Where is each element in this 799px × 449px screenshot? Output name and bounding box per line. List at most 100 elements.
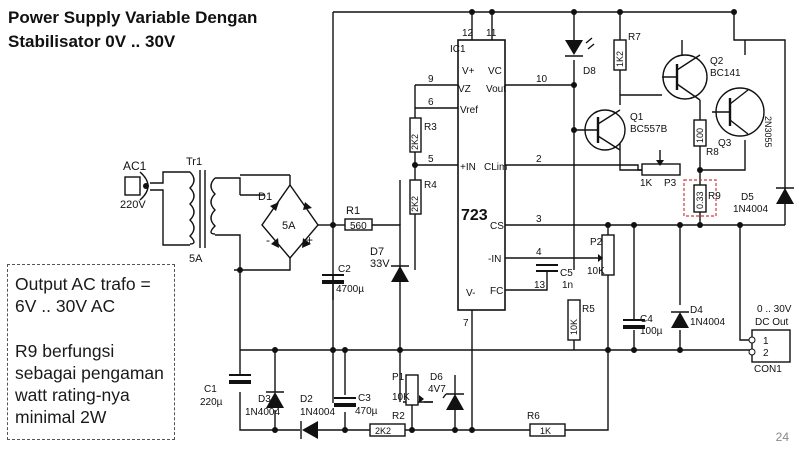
pin-cs: CS	[490, 221, 504, 232]
r6-label: R6	[527, 411, 540, 422]
con1-label: CON1	[754, 364, 782, 375]
tr1-current: 5A	[189, 253, 203, 265]
d6-value: 4V7	[428, 384, 446, 395]
c2-value: 4700µ	[336, 284, 364, 295]
r3-value: 2K2	[410, 134, 420, 150]
con1-subtitle: DC Out	[755, 317, 789, 328]
note-line-6: minimal 2W	[15, 407, 107, 427]
resistor-r6: R6 1K	[527, 411, 566, 437]
resistor-r4: R4 2K2	[409, 179, 437, 215]
diode-d2: D2 1N4004	[300, 394, 335, 439]
r3-label: R3	[424, 122, 437, 133]
r6-value: 1K	[540, 426, 551, 436]
p2-label: P2	[590, 237, 603, 248]
d5-type: 1N4004	[733, 204, 768, 215]
pin-num-6: 6	[428, 97, 434, 108]
pin-in-plus: +IN	[460, 162, 476, 173]
r9-label: R9	[708, 191, 721, 202]
led-d8: D8	[565, 37, 596, 77]
capacitor-c3: C3 470µ	[334, 393, 378, 417]
note-line-5: watt rating-nya	[15, 385, 130, 405]
con1-pin-1: 1	[763, 336, 769, 347]
d5-label: D5	[741, 192, 754, 203]
capacitor-c5: C5 1n	[536, 264, 573, 291]
pin-num-4: 4	[536, 247, 542, 258]
resistor-r7: R7 1K2	[613, 32, 641, 71]
pin-num-9: 9	[428, 74, 434, 85]
pin-fc: FC	[490, 286, 503, 297]
r1-label: R1	[346, 205, 360, 217]
r2-value: 2K2	[375, 426, 391, 436]
con1-pin-2: 2	[763, 348, 769, 359]
connector-con1: 0 .. 30V DC Out 1 2 CON1	[748, 304, 792, 375]
d7-label: D7	[370, 246, 384, 258]
r8-label: R8	[706, 147, 719, 158]
d1-rating: 5A	[282, 220, 296, 232]
ac-plug: AC1 220V	[120, 159, 149, 211]
pin-vc: VC	[488, 66, 502, 77]
r1-value: 560	[350, 221, 367, 232]
pin-num-3: 3	[536, 214, 542, 225]
r7-value: 1K2	[615, 51, 625, 67]
r5-value: 10K	[569, 319, 579, 335]
r7-label: R7	[628, 32, 641, 43]
q1-type: BC557B	[630, 124, 668, 135]
con1-title: 0 .. 30V	[757, 304, 792, 315]
capacitor-c1: C1 220µ	[200, 374, 251, 408]
resistor-r5: R5 10K	[567, 299, 595, 341]
ic1-label: IC1	[450, 44, 466, 55]
pin-in-minus: -IN	[488, 254, 501, 265]
d3-label: D3	[258, 394, 271, 405]
bridge-rectifier-d1: D1 5A - +	[258, 183, 319, 260]
pin-vminus: V-	[466, 288, 475, 299]
c4-value: 100µ	[640, 326, 663, 337]
pin-num-11: 11	[486, 28, 497, 39]
ic-part-number: 723	[461, 207, 488, 224]
transformer-tr1: Tr1 5A	[186, 156, 216, 265]
pin-vref: Vref	[460, 105, 478, 116]
page-number: 24	[775, 430, 789, 444]
c1-label: C1	[204, 384, 217, 395]
c2-label: C2	[338, 264, 351, 275]
zener-d6: D6 4V7	[428, 372, 464, 410]
ac1-label: AC1	[123, 159, 147, 173]
resistor-r2: R2 2K2	[369, 411, 406, 437]
r5-label: R5	[582, 304, 595, 315]
r8-value: 100	[695, 128, 705, 143]
transistor-q3: Q3 2N3055	[712, 87, 773, 149]
title-line-2: Stabilisator 0V .. 30V	[8, 32, 176, 51]
pin-num-10: 10	[536, 74, 548, 85]
ic-723: IC1 723 V+ VC VZ Vout Vref +IN CLim CS -…	[428, 28, 548, 329]
c3-label: C3	[358, 393, 371, 404]
note-line-3: R9 berfungsi	[15, 341, 115, 361]
potentiometer-p3: 1K P3	[640, 150, 681, 189]
c1-value: 220µ	[200, 397, 223, 408]
d7-value: 33V	[370, 258, 390, 270]
p1-value: 10K	[392, 392, 410, 403]
transistor-q1: Q1 BC557B	[574, 109, 668, 151]
d2-label: D2	[300, 394, 313, 405]
pin-clim: CLim	[484, 162, 507, 173]
c5-value: 1n	[562, 280, 573, 291]
note-line-2: 6V .. 30V AC	[15, 296, 116, 316]
pin-vplus: V+	[462, 66, 475, 77]
page-title: Power Supply Variable Dengan Stabilisato…	[8, 6, 257, 54]
q3-type: 2N3055	[763, 116, 773, 148]
wires	[150, 11, 786, 431]
capacitor-c4: C4 100µ	[623, 314, 663, 337]
d1-label: D1	[258, 191, 272, 203]
c5-label: C5	[560, 268, 573, 279]
tr1-label: Tr1	[186, 156, 202, 168]
pin-vz: VZ	[458, 84, 471, 95]
potentiometer-p2: P2 10K	[587, 234, 615, 277]
r9-value: 0.33	[695, 191, 705, 209]
pin-num-7: 7	[463, 318, 469, 329]
capacitor-c2: C2 4700µ	[322, 264, 364, 295]
p2-value: 10K	[587, 266, 605, 277]
potentiometer-p1: P1 10K	[392, 372, 433, 406]
d6-label: D6	[430, 372, 443, 383]
pin-num-2: 2	[536, 154, 542, 165]
p3-label: P3	[664, 178, 677, 189]
d3-type: 1N4004	[245, 407, 280, 418]
